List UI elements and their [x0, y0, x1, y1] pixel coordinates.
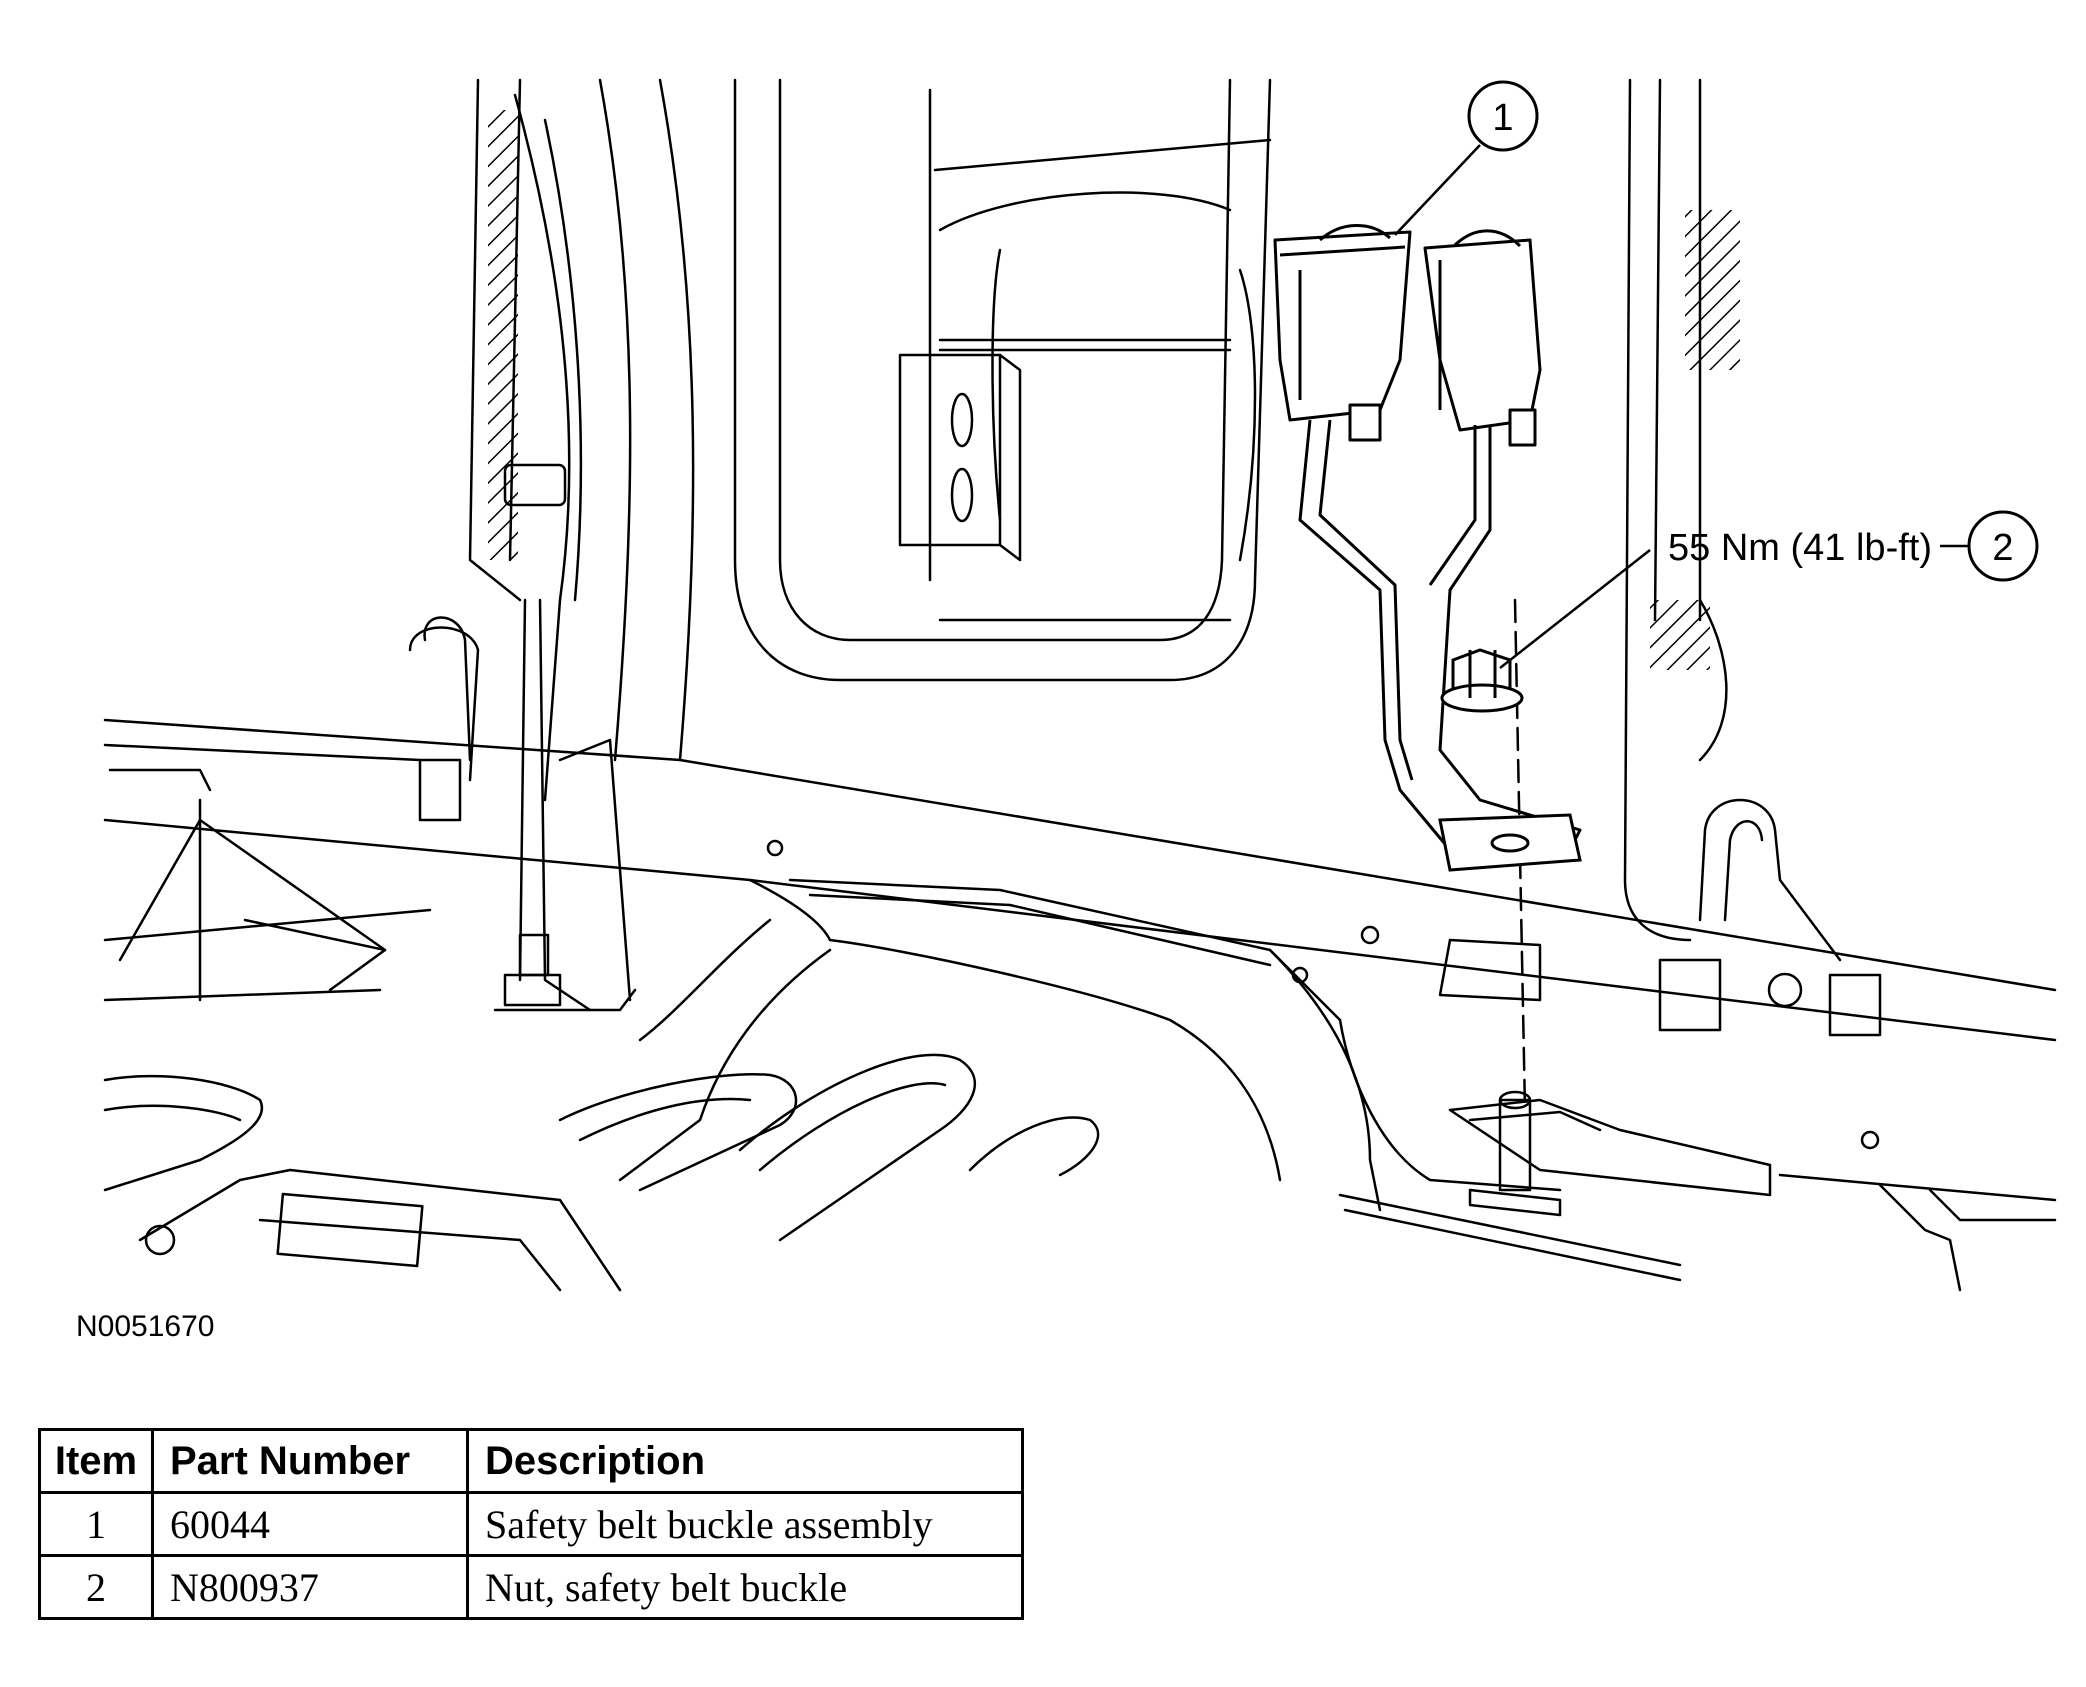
figure-id: N0051670: [76, 1310, 215, 1343]
callout-1-circle: [1467, 80, 1539, 152]
row-item: 1: [38, 1491, 154, 1557]
safety-belt-buckle-assembly: [1273, 224, 1582, 852]
callout-2-leader: [1499, 549, 1651, 669]
table-row: 1 60044 Safety belt buckle assembly: [38, 1491, 1024, 1557]
parts-table: Item Part Number Description 1 60044 Saf…: [38, 1428, 1024, 1620]
row-description: Safety belt buckle assembly: [466, 1491, 1024, 1557]
header-item: Item: [38, 1428, 154, 1494]
row-part-number: 60044: [151, 1491, 469, 1557]
vehicle-body-linework: [103, 78, 2057, 1292]
row-part-number: N800937: [151, 1554, 469, 1620]
anchor-plate: [1438, 813, 1582, 872]
callout-1-number: 1: [1492, 97, 1513, 139]
callout-2: 55 Nm (41 lb-ft) 2: [1499, 510, 2039, 669]
callout-2-number: 2: [1992, 527, 2013, 569]
seat-belt-buckle-illustration: 1 55 Nm (41 lb-ft) 2: [103, 78, 2057, 1292]
torque-spec: 55 Nm (41 lb-ft): [1668, 527, 1932, 569]
header-description: Description: [466, 1428, 1024, 1494]
table-header-row: Item Part Number Description: [38, 1428, 1024, 1494]
row-item: 2: [38, 1554, 154, 1620]
row-description: Nut, safety belt buckle: [466, 1554, 1024, 1620]
callout-2-circle: [1967, 510, 2039, 582]
callout-1-leader: [1394, 144, 1481, 236]
buckle-nut: [1440, 648, 1524, 713]
table-row: 2 N800937 Nut, safety belt buckle: [38, 1554, 1024, 1620]
header-part-number: Part Number: [151, 1428, 469, 1494]
callout-1: 1: [1394, 80, 1539, 236]
